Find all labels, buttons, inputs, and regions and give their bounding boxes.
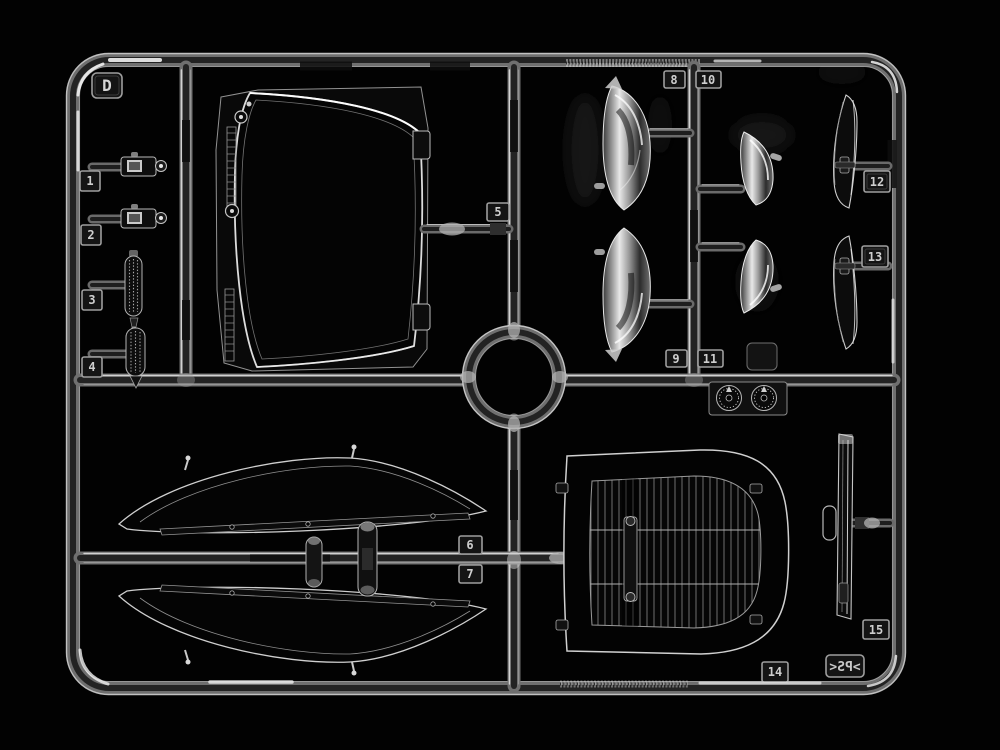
part-number: 13: [868, 250, 882, 264]
part-number: 10: [701, 73, 715, 87]
sprue-frame: [65, 52, 907, 696]
part-3-textured-lens: [87, 250, 143, 334]
part-number: 2: [87, 228, 94, 242]
part-tab-2: 2: [80, 224, 102, 246]
part-11-vent-window: [695, 239, 782, 314]
part-number: 8: [670, 73, 677, 87]
part-number: 3: [88, 293, 95, 307]
part-number: 1: [86, 174, 93, 188]
part-number: 15: [869, 623, 883, 637]
mold-date-stamp-plate: [708, 381, 788, 416]
mold-date-stamp-right: [751, 385, 777, 411]
blank-pad: [746, 342, 778, 371]
material-mark-text: >PS<: [829, 660, 860, 675]
windshield-bracket-top: [412, 130, 431, 160]
part-10-vent-window: [695, 131, 782, 206]
part-9-quarter-window: [594, 227, 695, 362]
runner-horizontal-middle: [73, 373, 901, 387]
part-number: 9: [672, 352, 679, 366]
part-tab-14: 14: [761, 661, 789, 683]
part-tab-15: 15: [862, 619, 890, 640]
part-6-side-window: [117, 444, 488, 536]
specular-highlights: [76, 58, 899, 688]
part-4-textured-lens: [87, 327, 146, 389]
part-tab-1: 1: [79, 170, 101, 192]
part-tab-12: 12: [863, 170, 891, 193]
runner-ring-junction: [460, 322, 568, 432]
part-number: 6: [466, 538, 473, 552]
part-tab-10: 10: [695, 70, 722, 89]
part-number: 12: [870, 175, 884, 189]
part-number: 4: [88, 360, 95, 374]
part-tab-13: 13: [861, 245, 889, 268]
part-number: 11: [703, 352, 717, 366]
part-15-lens-strip: [822, 433, 895, 620]
part-tab-6: 6: [458, 535, 483, 555]
window-connector-posts: [305, 521, 571, 597]
part-tab-4: 4: [81, 356, 103, 378]
part-tab-8: 8: [663, 70, 686, 89]
windshield-hinge-strips: [224, 126, 237, 362]
part-5-windshield: [215, 86, 514, 372]
part-7-side-window: [117, 584, 488, 676]
windshield-mount-dots: [224, 101, 252, 219]
part-number: 7: [466, 567, 473, 581]
windshield-bracket-bottom: [412, 303, 431, 331]
part-tab-5: 5: [486, 202, 510, 222]
part-number: 5: [494, 205, 501, 219]
gate-letter-tab: D: [91, 72, 123, 99]
part-2-lamp-bracket: [87, 204, 167, 229]
part-8-quarter-window: [594, 76, 695, 211]
part-14-rear-window: [555, 449, 790, 655]
part-tab-3: 3: [81, 289, 103, 311]
material-mark-tab: >PS<: [825, 654, 865, 678]
windshield-sprue-arm: [419, 222, 514, 236]
part-tab-7: 7: [458, 564, 483, 584]
part-1-lamp-bracket: [87, 152, 167, 177]
mold-date-stamp-left: [716, 385, 742, 411]
gate-letter-text: D: [102, 76, 112, 95]
part-tab-9: 9: [665, 349, 688, 368]
part-number: 14: [768, 665, 782, 679]
part-12-deflector: [833, 94, 893, 209]
part-tab-11: 11: [697, 349, 724, 368]
